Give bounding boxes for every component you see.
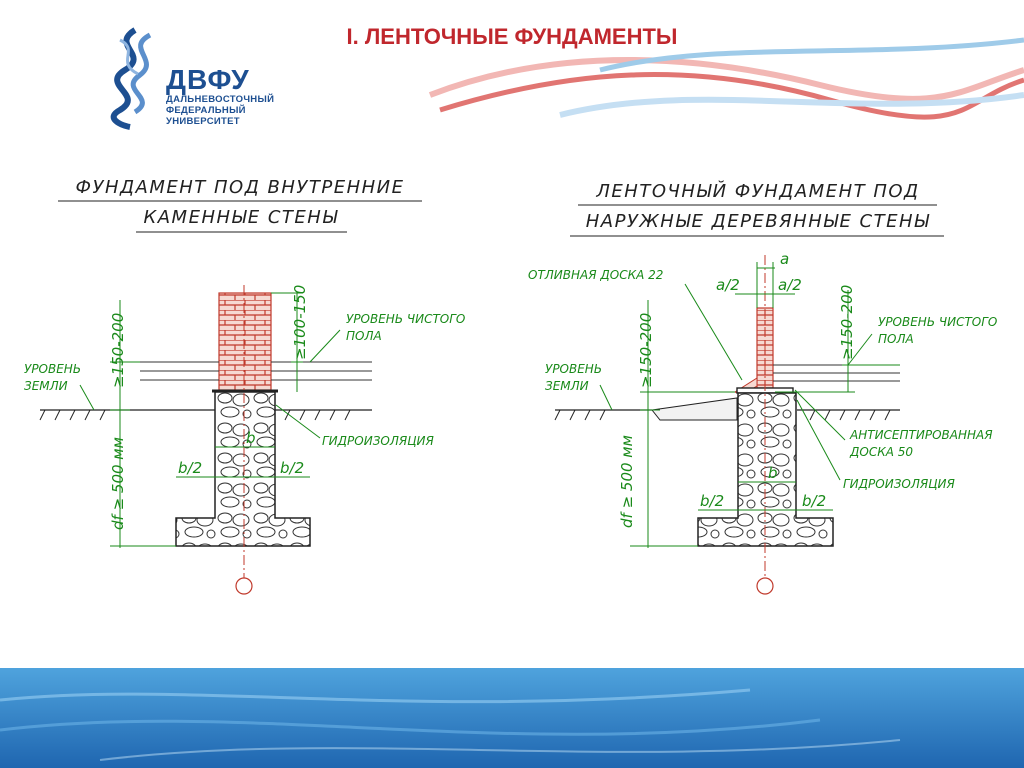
left-b-half-right: b/2 bbox=[280, 459, 304, 477]
left-waterproofing-label: ГИДРОИЗОЛЯЦИЯ bbox=[322, 434, 434, 448]
left-floor-layers bbox=[140, 361, 372, 381]
right-waterproofing-label: ГИДРОИЗОЛЯЦИЯ bbox=[843, 477, 955, 491]
logo-line2: ФЕДЕРАЛЬНЫЙ bbox=[166, 105, 246, 116]
right-dim-right: ≥150-200 bbox=[838, 285, 856, 360]
right-antiseptic-label2: ДОСКА 50 bbox=[849, 445, 913, 459]
right-ground-hatching bbox=[554, 409, 891, 421]
right-floor-label2: ПОЛА bbox=[878, 332, 914, 346]
right-ground-label2: ЗЕМЛИ bbox=[545, 379, 589, 393]
left-axis-marker bbox=[235, 577, 253, 595]
left-foundation-drawing: ФУНДАМЕНТ ПОД ВНУТРЕННИЕ КАМЕННЫЕ СТЕНЫ bbox=[24, 177, 465, 595]
left-b-label: b bbox=[246, 429, 256, 447]
left-floor-label1: УРОВЕНЬ ЧИСТОГО bbox=[346, 312, 465, 326]
left-ground-label1: УРОВЕНЬ bbox=[24, 362, 81, 376]
right-a-half-right: a/2 bbox=[778, 276, 802, 294]
left-b-half-left: b/2 bbox=[178, 459, 202, 477]
left-floor-label2: ПОЛА bbox=[346, 329, 382, 343]
right-floor-label1: УРОВЕНЬ ЧИСТОГО bbox=[878, 315, 997, 329]
university-logo-icon bbox=[110, 27, 152, 130]
slide-title: I. ЛЕНТОЧНЫЕ ФУНДАМЕНТЫ bbox=[346, 24, 678, 49]
right-floor-layers bbox=[773, 364, 900, 382]
left-depth-label: df ≥ 500 мм bbox=[109, 437, 127, 530]
left-stone-foundation bbox=[175, 391, 311, 547]
left-dimension-lines bbox=[79, 292, 341, 548]
left-brick-wall bbox=[218, 292, 272, 391]
right-a-half-left: a/2 bbox=[716, 276, 740, 294]
right-foundation-drawing: ЛЕНТОЧНЫЙ ФУНДАМЕНТ ПОД НАРУЖНЫЕ ДЕРЕВЯН… bbox=[528, 180, 997, 595]
logo-line3: УНИВЕРСИТЕТ bbox=[166, 116, 240, 127]
right-stone-foundation bbox=[697, 392, 834, 547]
right-caption-line1: ЛЕНТОЧНЫЙ ФУНДАМЕНТ ПОД bbox=[595, 180, 919, 202]
right-blind-area bbox=[651, 397, 738, 421]
left-caption-line2: КАМЕННЫЕ СТЕНЫ bbox=[143, 207, 338, 228]
logo-line1: ДАЛЬНЕВОСТОЧНЫЙ bbox=[166, 94, 275, 105]
right-axis-marker bbox=[756, 577, 774, 595]
right-a-label: a bbox=[780, 250, 789, 268]
footer-band bbox=[0, 668, 1024, 768]
left-caption-line1: ФУНДАМЕНТ ПОД ВНУТРЕННИЕ bbox=[75, 177, 404, 198]
university-logo-text: ДВФУ ДАЛЬНЕВОСТОЧНЫЙ ФЕДЕРАЛЬНЫЙ УНИВЕРС… bbox=[166, 64, 275, 128]
right-depth-label: df ≥ 500 мм bbox=[618, 435, 636, 528]
right-caption-line2: НАРУЖНЫЕ ДЕРЕВЯННЫЕ СТЕНЫ bbox=[586, 211, 931, 232]
left-ground-label2: ЗЕМЛИ bbox=[24, 379, 68, 393]
right-b-half-left: b/2 bbox=[700, 492, 724, 510]
right-dimension-lines bbox=[599, 262, 900, 548]
left-ground-hatching bbox=[39, 409, 351, 421]
logo-name: ДВФУ bbox=[166, 64, 250, 95]
header-wave-decoration bbox=[428, 37, 1024, 120]
right-ground-label1: УРОВЕНЬ bbox=[545, 362, 602, 376]
right-antiseptic-label1: АНТИСЕПТИРОВАННАЯ bbox=[849, 428, 993, 442]
left-dim-side: ≥150-200 bbox=[109, 313, 127, 388]
left-dim-top: ≥100-150 bbox=[291, 285, 309, 360]
right-b-label: b bbox=[768, 464, 778, 482]
right-b-half-right: b/2 bbox=[802, 492, 826, 510]
right-drip-board-label: ОТЛИВНАЯ ДОСКА 22 bbox=[528, 268, 663, 282]
right-dim-side: ≥150-200 bbox=[637, 313, 655, 388]
